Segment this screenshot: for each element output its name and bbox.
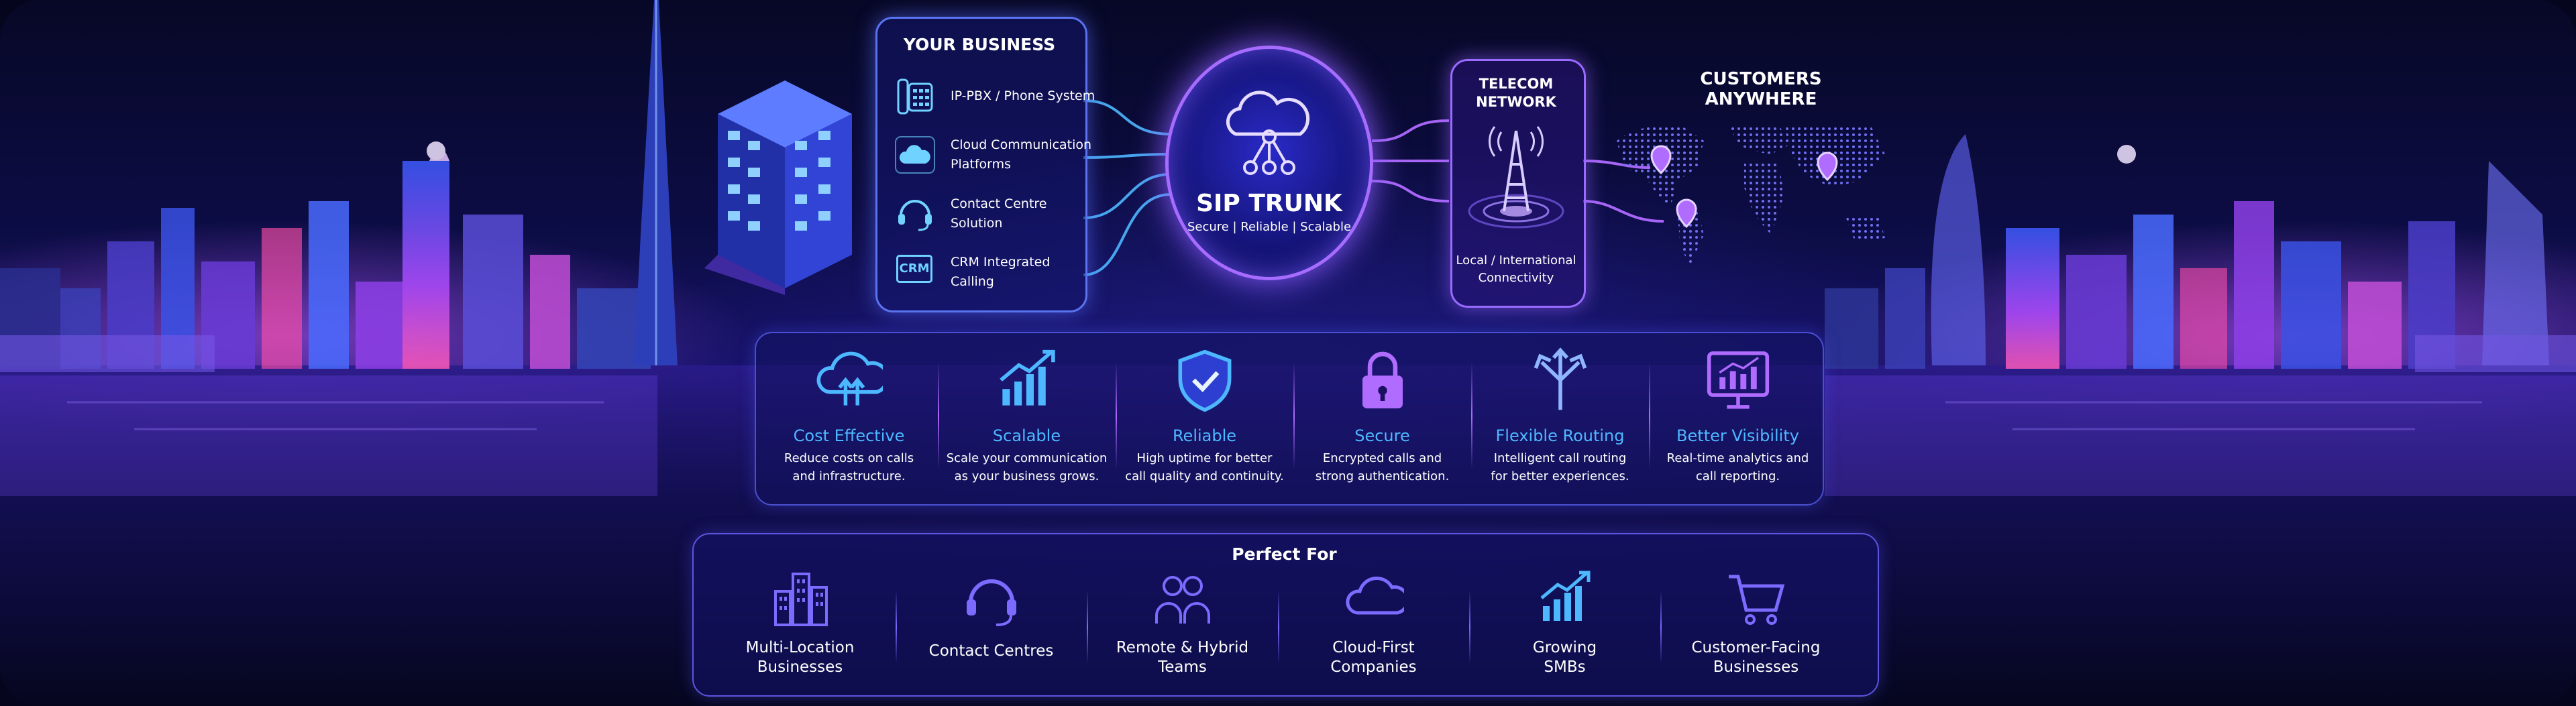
buildings-icon: [770, 569, 830, 629]
benefit-description-line2: and infrastructure.: [792, 469, 906, 483]
perfect-for-item-line1: Customer-Facing: [1691, 639, 1821, 656]
sip-trunk-subtitle: Secure | Reliable | Scalable: [1187, 220, 1352, 234]
benefit-title: Secure: [1354, 426, 1410, 445]
perfect-for-item-line2: Teams: [1158, 658, 1207, 676]
perfect-for-item-line1: Remote & Hybrid: [1116, 639, 1249, 656]
perfect-for-title: Perfect For: [1232, 544, 1337, 564]
benefit-title: Flexible Routing: [1495, 426, 1625, 445]
crm-icon: CRM: [896, 255, 932, 283]
perfect-for-item-line1: Contact Centres: [928, 642, 1054, 660]
perfect-for-item-line1: Multi-Location: [745, 639, 855, 656]
your-business-panel: [875, 17, 1087, 312]
benefit-title: Better Visibility: [1676, 426, 1799, 445]
benefit-divider: [1471, 362, 1472, 469]
crm-icon-label: CRM: [899, 261, 930, 276]
perfect-for-panel: [692, 533, 1879, 697]
cell-tower-icon: [1468, 126, 1564, 229]
benefit-divider: [938, 362, 939, 469]
benefit-title: Scalable: [992, 426, 1061, 445]
world-map-icon: [1617, 124, 1885, 265]
benefit-description-line1: Real-time analytics and: [1666, 451, 1809, 465]
benefit-description-line1: Intelligent call routing: [1493, 451, 1627, 465]
benefit-description-line2: call reporting.: [1695, 469, 1780, 483]
benefit-description-line2: strong authentication.: [1315, 469, 1450, 483]
perfect-for-item-line2: Businesses: [757, 658, 843, 676]
benefits-panel: [755, 332, 1824, 506]
perfect-for-item-line1: Cloud-First: [1332, 639, 1415, 656]
office-building-icon: [704, 80, 852, 295]
benefit-divider: [1116, 362, 1117, 469]
business-item-1-label: IP-PBX / Phone System: [951, 89, 1095, 103]
perfect-for-item-line2: Companies: [1330, 658, 1417, 676]
perfect-for-item-line1: Growing: [1532, 639, 1597, 656]
telecom-network-panel: [1450, 59, 1586, 308]
people-icon: [1152, 569, 1213, 629]
routing-arrows-icon: [1527, 347, 1594, 414]
benefit-description-line1: Scale your communication: [946, 451, 1108, 465]
headset-icon: [961, 569, 1022, 629]
benefit-description-line1: Reduce costs on calls: [784, 451, 914, 465]
benefit-description-line2: as your business grows.: [954, 469, 1099, 483]
shield-check-icon: [1171, 347, 1238, 414]
telecom-title-line1: TELECOM: [1479, 76, 1554, 92]
perfect-for-divider: [1278, 590, 1279, 664]
perfect-for-item-line2: SMBs: [1544, 658, 1586, 676]
telecom-title-line2: NETWORK: [1476, 94, 1556, 110]
customers-title-line2: ANYWHERE: [1705, 89, 1817, 109]
benefit-description-line1: High uptime for better: [1136, 451, 1273, 465]
benefit-description-line1: Encrypted calls and: [1322, 451, 1442, 465]
perfect-for-divider: [896, 590, 897, 664]
benefit-description-line2: call quality and continuity.: [1125, 469, 1284, 483]
growth-chart-icon: [1535, 569, 1595, 629]
desk-phone-icon: [897, 78, 933, 115]
perfect-for-divider: [1660, 590, 1662, 664]
perfect-for-divider: [1087, 590, 1088, 664]
business-item-3-line2: Solution: [951, 216, 1003, 231]
perfect-for-divider: [1469, 590, 1470, 664]
telecom-footer-line1: Local / International: [1456, 253, 1576, 268]
growth-chart-icon: [994, 347, 1061, 414]
cloud-network-icon: [1226, 91, 1310, 175]
business-item-4-line2: Calling: [951, 274, 994, 289]
customers-title-line1: CUSTOMERS: [1700, 69, 1822, 89]
padlock-icon: [1349, 347, 1416, 414]
benefit-title: Reliable: [1172, 426, 1237, 445]
benefit-title: Cost Effective: [793, 426, 905, 445]
benefit-divider: [1293, 362, 1295, 469]
your-business-title: YOUR BUSINESS: [903, 35, 1056, 54]
shopping-cart-icon: [1726, 569, 1786, 629]
business-item-2-line2: Platforms: [951, 157, 1012, 172]
cloud-upload-icon: [816, 347, 889, 414]
sip-trunk-title: SIP TRUNK: [1196, 190, 1342, 217]
perfect-for-item-line2: Businesses: [1713, 658, 1799, 676]
cloud-icon: [1344, 569, 1409, 629]
benefit-divider: [1649, 362, 1650, 469]
monitor-chart-icon: [1705, 347, 1772, 414]
business-item-3-line1: Contact Centre: [951, 196, 1047, 211]
business-item-4-line1: CRM Integrated: [951, 255, 1051, 270]
headset-icon: [898, 200, 932, 231]
benefit-description-line2: for better experiences.: [1491, 469, 1629, 483]
business-item-2-line1: Cloud Communication: [951, 137, 1092, 152]
cloud-icon: [895, 136, 935, 174]
telecom-footer-line2: Connectivity: [1478, 271, 1554, 285]
